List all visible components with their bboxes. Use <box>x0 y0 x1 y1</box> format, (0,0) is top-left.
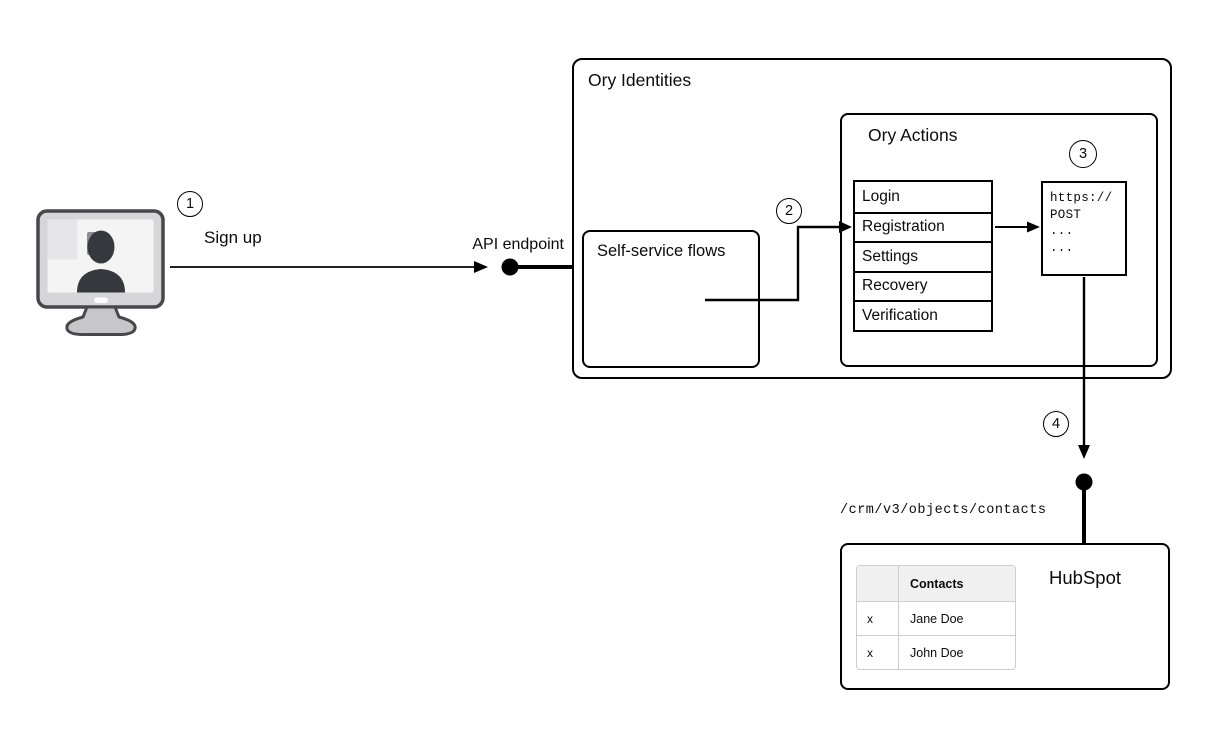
step-badge-2: 2 <box>776 198 802 224</box>
flows-table: Login Registration Settings Recovery Ver… <box>853 180 993 332</box>
code-line: ... <box>1050 224 1074 238</box>
monitor-stand <box>65 305 137 336</box>
contact-mark: x <box>857 602 899 635</box>
person-silhouette-icon <box>77 230 125 293</box>
flow-row-recovery: Recovery <box>855 270 991 301</box>
code-line: POST <box>1050 207 1082 222</box>
step-badge-4: 4 <box>1043 411 1069 437</box>
contacts-row-jane: x Jane Doe <box>857 601 1015 635</box>
ory-identities-box: Ory Identities <box>572 58 1172 379</box>
contacts-table-header-row: Contacts <box>857 566 1015 601</box>
self-service-flows-box: Self-service flows <box>582 230 760 368</box>
flow-row-login: Login <box>862 187 900 205</box>
contacts-header-label: Contacts <box>910 576 964 591</box>
contacts-header-mark-cell <box>857 566 899 601</box>
monitor-button <box>94 297 108 303</box>
api-endpoint-label: API endpoint <box>472 236 564 253</box>
ory-identities-title: Ory Identities <box>588 70 692 90</box>
hubspot-arrowhead <box>1078 445 1090 459</box>
flow-row-registration: Registration <box>855 211 991 242</box>
crm-path-label: /crm/v3/objects/contacts <box>840 503 1047 518</box>
signup-arrowhead <box>474 261 488 273</box>
contact-mark: x <box>857 636 899 669</box>
contact-name: Jane Doe <box>910 611 964 626</box>
screen-highlight <box>47 219 78 260</box>
code-line: ... <box>1050 240 1074 255</box>
head-highlight <box>87 232 98 255</box>
code-line: https:// <box>1050 191 1113 205</box>
step-badge-1: 1 <box>177 191 203 217</box>
user-monitor-icon <box>36 209 165 336</box>
sign-up-label: Sign up <box>204 228 262 247</box>
webhook-code-box: https:// POST ... ... <box>1041 181 1127 276</box>
self-service-flows-title: Self-service flows <box>597 242 726 260</box>
step-badge-3: 3 <box>1069 140 1097 168</box>
flow-row-settings: Settings <box>855 241 991 271</box>
ory-actions-title: Ory Actions <box>868 125 958 145</box>
contacts-row-john: x John Doe <box>857 635 1015 669</box>
hubspot-endpoint-dot <box>1075 473 1093 491</box>
api-endpoint-dot <box>501 258 519 276</box>
contact-name: John Doe <box>910 645 964 660</box>
hubspot-title: HubSpot <box>1049 567 1121 588</box>
flow-row-verification: Verification <box>855 300 991 330</box>
contacts-table: Contacts x Jane Doe x John Doe <box>856 565 1016 670</box>
